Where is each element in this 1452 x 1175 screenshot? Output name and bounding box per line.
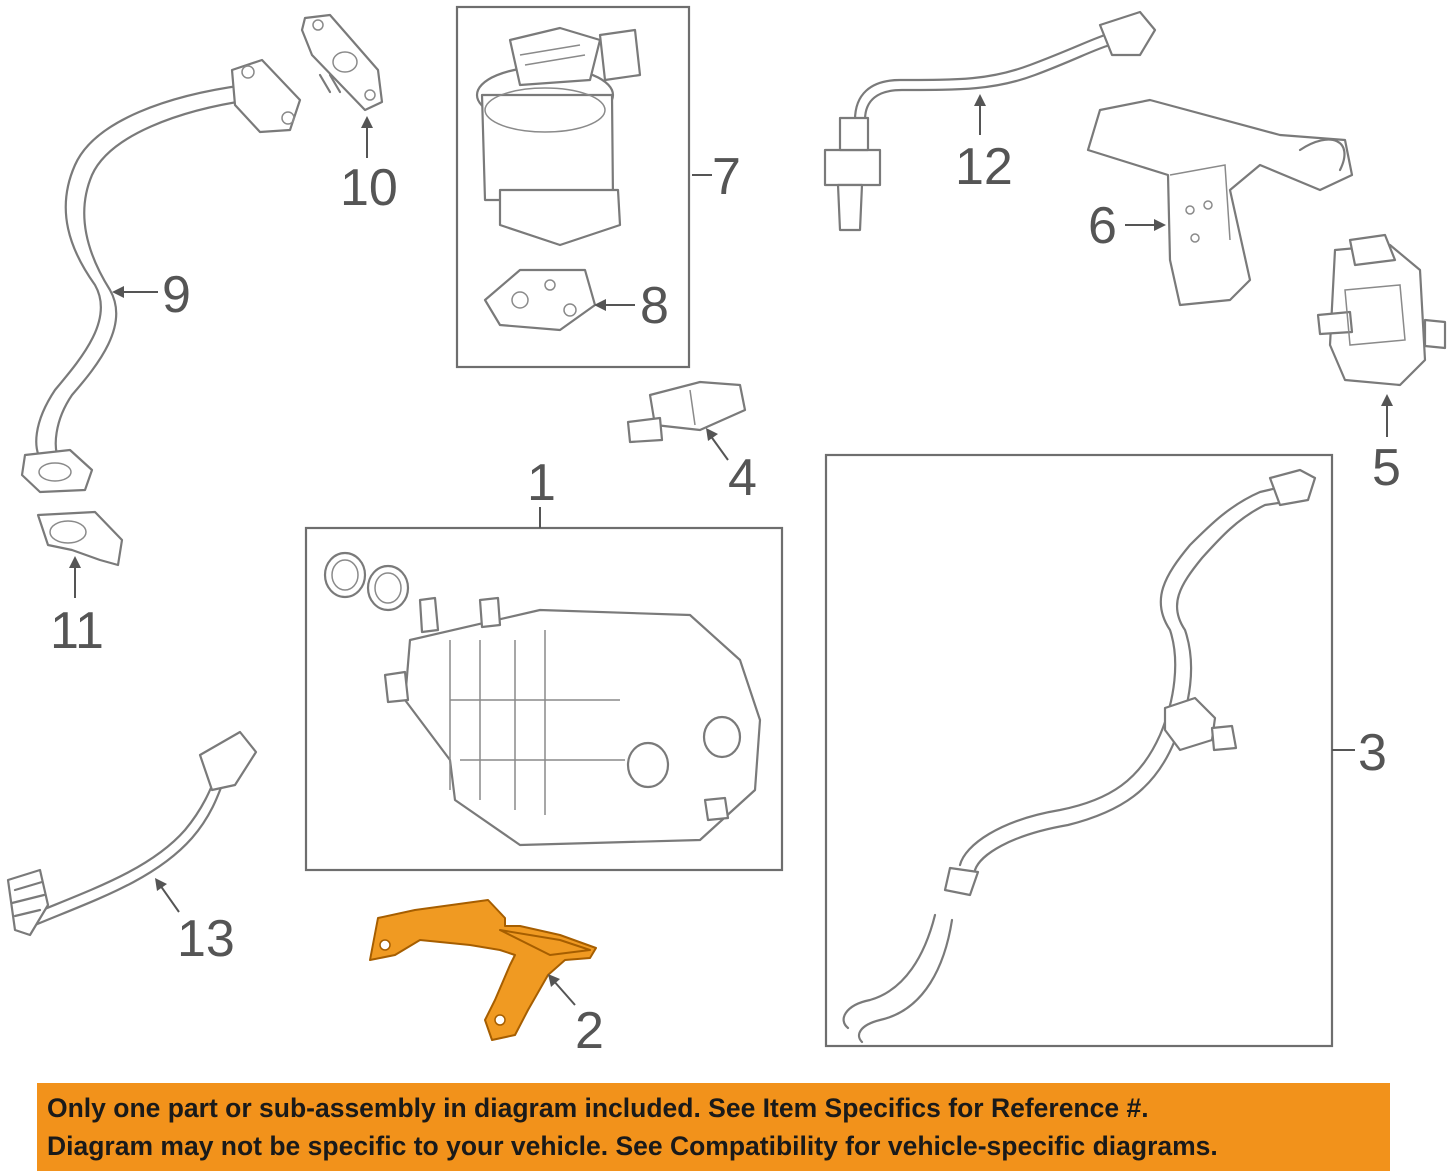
callout-2: 2 (575, 1002, 604, 1060)
egr-sensor-part-10 (300, 13, 384, 112)
callout-13: 13 (177, 910, 235, 968)
solenoid-part-5 (1316, 233, 1447, 387)
callout-6: 6 (1088, 197, 1117, 255)
callout-12: 12 (955, 138, 1013, 196)
hose-group-frame (824, 453, 1334, 1048)
callout-3: 3 (1358, 724, 1387, 782)
oxygen-sensor-part-13 (6, 730, 258, 937)
charcoal-canister-part-1 (323, 551, 762, 847)
leader-lines (69, 94, 1393, 1006)
bracket-part-6 (1086, 98, 1354, 307)
pressure-sensor-part-4 (626, 380, 747, 444)
callout-4: 4 (728, 449, 757, 507)
callout-10: 10 (340, 159, 398, 217)
egr-gasket-part-8 (483, 268, 597, 332)
disclaimer-line-1: Only one part or sub-assembly in diagram… (47, 1093, 1149, 1123)
gasket-part-11 (36, 510, 124, 567)
egr-valve-part-7 (475, 26, 642, 247)
callout-1: 1 (527, 454, 556, 512)
canister-group-frame (304, 526, 784, 872)
oxygen-sensor-part-12 (823, 10, 1157, 232)
canister-bracket-part-2 (369, 899, 597, 1041)
callout-7: 7 (712, 148, 741, 206)
callout-labels: 1 2 3 4 5 6 7 8 9 10 11 12 13 (50, 138, 1401, 1060)
fuel-vapor-hose-part-3 (842, 468, 1317, 1044)
callout-8: 8 (640, 277, 669, 335)
callout-5: 5 (1372, 439, 1401, 497)
callout-11: 11 (50, 602, 104, 660)
egr-valve-group-frame (455, 5, 691, 369)
disclaimer-banner: Only one part or sub-assembly in diagram… (37, 1083, 1390, 1171)
disclaimer-line-2: Diagram may not be specific to your vehi… (47, 1131, 1218, 1161)
egr-pipe-part-9 (20, 58, 302, 494)
callout-9: 9 (162, 266, 191, 324)
